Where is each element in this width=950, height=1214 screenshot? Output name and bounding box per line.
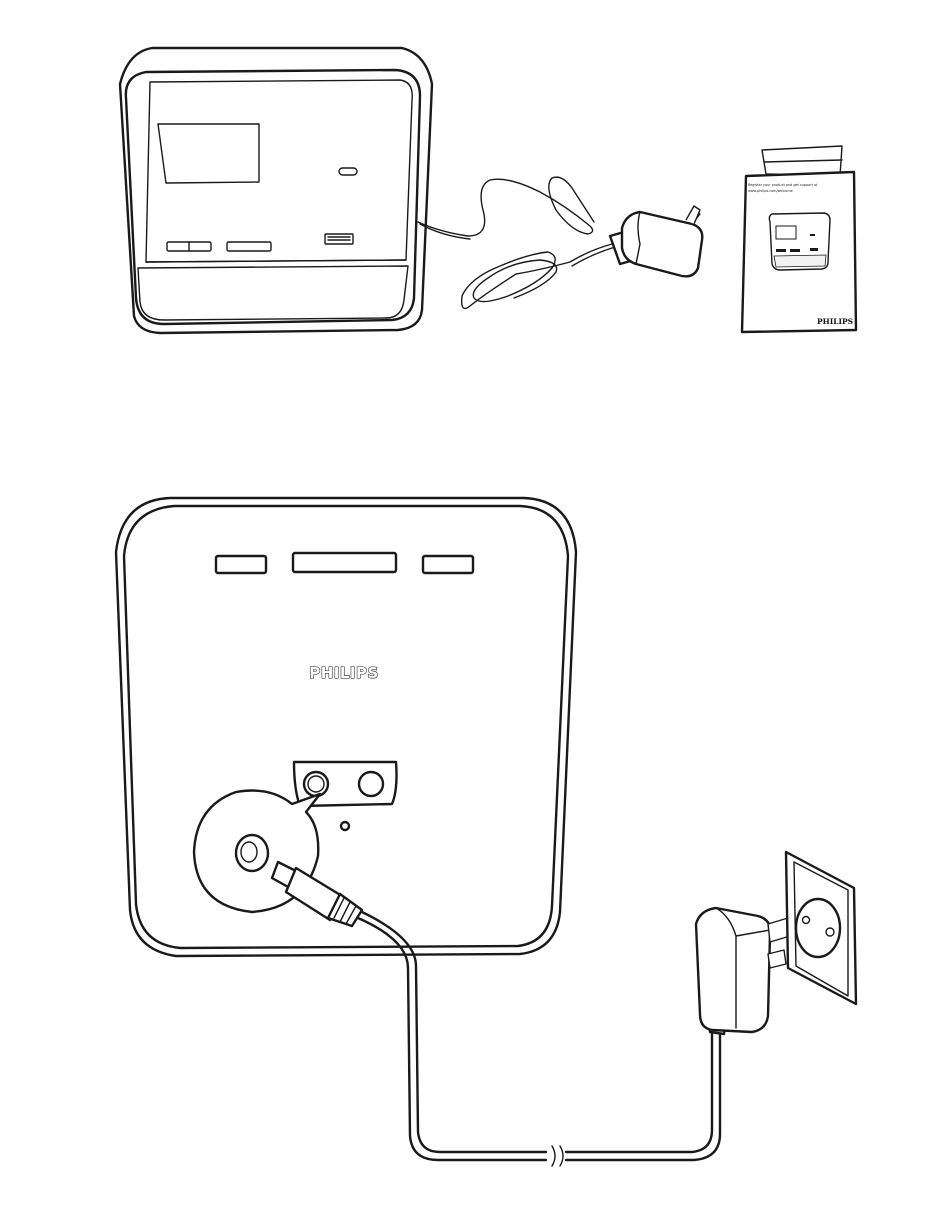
aux-jack [359, 772, 383, 796]
device-philips-logo: PHILIPS [309, 664, 379, 682]
docking-speaker-front [120, 48, 432, 333]
manual-url-line-2: www.philips.com/welcome [748, 189, 793, 193]
docking-speaker-back: PHILIPS [116, 498, 576, 956]
user-manual: Register your product and get support at… [742, 146, 856, 332]
manual-cover-device [769, 213, 830, 270]
wall-socket [786, 852, 856, 1004]
manual-url-line-1: Register your product and get support at [748, 183, 818, 187]
wall-adapter [696, 908, 790, 1034]
ac-adapter-coiled [418, 177, 702, 308]
manual-philips-logo: PHILIPS [817, 317, 853, 326]
